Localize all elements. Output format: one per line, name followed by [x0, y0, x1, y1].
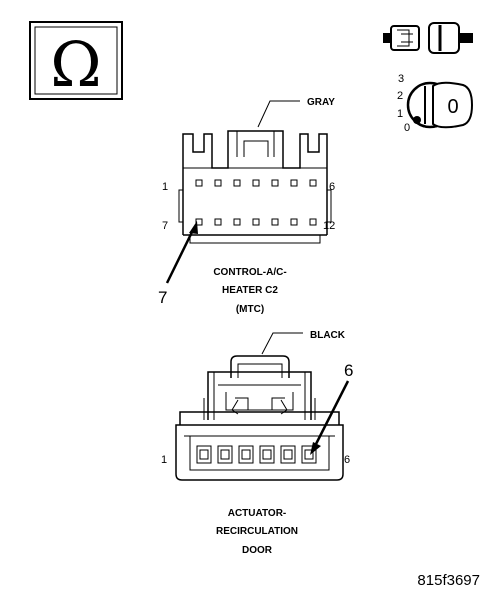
connector-top-pin-6: 6 [329, 181, 335, 193]
connector-top-name-line2: HEATER C2 [222, 285, 278, 296]
connector-top-color-label: GRAY [307, 97, 335, 108]
connector-top-cavities-row2 [195, 218, 317, 226]
connector-top-name-line3: (MTC) [236, 304, 264, 315]
connector-top-pin-12: 12 [323, 220, 335, 232]
connector-top-callout-pin: 7 [158, 288, 167, 307]
connector-bottom-name-line1: ACTUATOR- [228, 508, 287, 519]
key-position-3: 3 [398, 73, 404, 85]
connector-actuator-recirculation-door: BLACK 1 [161, 330, 353, 556]
connector-bottom-name-line2: RECIRCULATION [216, 526, 298, 537]
key-position-0: 0 [404, 122, 410, 134]
key-position-2: 2 [397, 90, 403, 102]
connector-top-cavities-row1 [195, 179, 317, 187]
ignition-key-switch-icon: 3 2 1 0 0 [397, 73, 474, 134]
connector-top-name-line1: CONTROL-A/C- [213, 267, 286, 278]
key-position-1: 1 [397, 108, 403, 120]
connector-top-pin-7: 7 [162, 220, 168, 232]
connector-bottom-name-line3: DOOR [242, 545, 273, 556]
connector-bottom-cavities [196, 445, 317, 464]
key-label: 0 [447, 96, 458, 118]
ohm-symbol: Ω [50, 28, 101, 101]
connector-bottom-callout-pin: 6 [344, 361, 353, 380]
connector-bottom-pin-1: 1 [161, 454, 167, 466]
figure-id: 815f3697 [417, 572, 480, 589]
disconnected-connector-icon [383, 22, 473, 54]
connector-control-ac-heater-c2: GRAY [158, 97, 335, 315]
connector-bottom-pin-6: 6 [344, 454, 350, 466]
connector-top-pin-1: 1 [162, 181, 168, 193]
ohm-meter-icon: Ω [29, 21, 123, 101]
connector-bottom-color-label: BLACK [310, 330, 346, 341]
